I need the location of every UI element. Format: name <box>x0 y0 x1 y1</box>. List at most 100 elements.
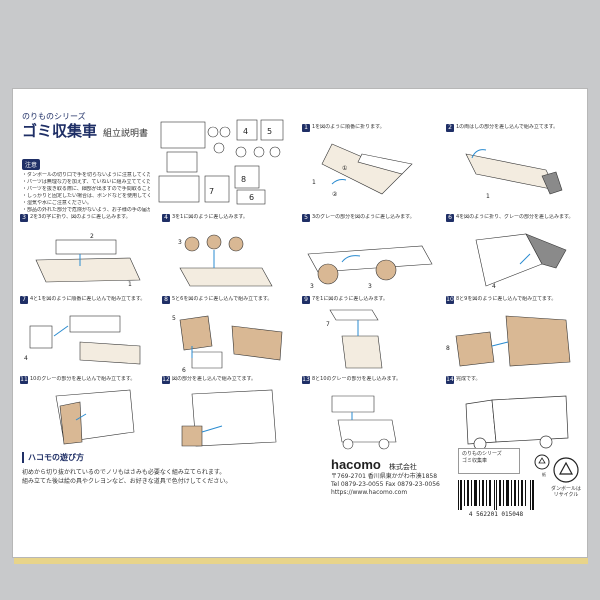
assembly-step: 8 5と6を図のように差し込んで組み立てます。 5 6 <box>162 296 302 374</box>
paper-recycle-icon <box>534 454 550 470</box>
step-header: 3 2を3の字に折り、図のように差し込みます。 <box>20 214 160 222</box>
caution-line: ・部品の外れた部分で危険がないよう、お子様の手の届かない場所で保管してください。 <box>22 207 150 213</box>
part-outline <box>204 175 230 203</box>
caution-line: ・パーツは無理な力を加えず、ていねいに組み立ててください。 <box>22 179 150 185</box>
assembly-step: 3 2を3の字に折り、図のように差し込みます。 2 1 <box>20 214 160 288</box>
step-header: 11 10のグレーの部分を差し込んで組み立てます。 <box>20 376 160 384</box>
assembly-step: 9 7を1に図のように差し込みます。 7 <box>302 296 442 369</box>
wheel-part <box>207 126 219 138</box>
step-header: 13 8と10のグレーの部分を差し込みます。 <box>302 376 442 384</box>
step-text: 1の両はしの部分を差し込んで組み立てます。 <box>456 124 559 130</box>
finished-truck-illustration <box>465 395 569 451</box>
step-illustration: 1 <box>465 149 563 200</box>
part-outline <box>236 189 266 205</box>
step-illustration: 1 ② ① <box>312 143 413 198</box>
assembly-step: 14 完成です。 <box>446 376 586 451</box>
step-label: 8 <box>446 345 450 352</box>
step-number: 3 <box>20 214 28 222</box>
barcode-number: 4 562201 015048 <box>468 511 524 518</box>
step-number: 6 <box>446 214 454 222</box>
assembly-step: 1 1を図のように順番に折ります。 1 ② ① <box>302 124 442 198</box>
company-phone: Tel 0879-23-0055 Fax 0879-23-0056 <box>331 481 440 488</box>
step-text: 5と6を図のように差し込んで組み立てます。 <box>172 296 273 302</box>
step-number: 1 <box>302 124 310 132</box>
step-text: 4と1を図のように順番に差し込んで組み立てます。 <box>30 296 146 302</box>
part-outline <box>236 119 258 141</box>
caution-line: ・しっかりと固定したい場合は、ボンドなどを使用してください。 <box>22 193 150 199</box>
step-label: 1 <box>128 281 132 288</box>
caution-line: ・湿気や水にご注意ください。 <box>22 200 92 206</box>
step-text: 7を1に図のように差し込みます。 <box>312 296 388 302</box>
product-name-box: のりものシリーズ ゴミ収集車 <box>458 448 520 474</box>
company-address: 〒769-2701 香川県東かがわ市湊1858 <box>331 473 438 480</box>
product-name: ゴミ収集車 <box>462 458 488 464</box>
assembly-step: 7 4と1を図のように順番に差し込んで組み立てます。 4 <box>20 296 160 366</box>
caution-line: ・パーツを抜き取る際に、細部が出ますので手間取ることがあります。 <box>22 186 150 192</box>
part-outline <box>158 175 200 203</box>
assembly-step: 4 3を1に図のように差し込みます。 3 <box>162 214 302 287</box>
part-outline <box>166 151 198 173</box>
step-label: 4 <box>24 355 28 362</box>
step-text: 2を3の字に折り、図のように差し込みます。 <box>30 214 131 220</box>
part-label: 6 <box>249 193 254 202</box>
caution-badge: 注意 <box>22 159 41 170</box>
step-header: 10 8と9を図のように差し込んで組み立てます。 <box>446 296 586 304</box>
step-header: 12 図の部分を差し込んで組み立てます。 <box>162 376 302 384</box>
how-to-play-line: 組み立てた後は絵の具やクレヨンなど、お好きな道具で色付けしてください。 <box>22 478 232 485</box>
step-illustration: 3 3 <box>307 245 433 290</box>
step-number: 2 <box>446 124 454 132</box>
product-series: のりものシリーズ <box>462 451 502 457</box>
company-info: hacomo 株式会社 〒769-2701 香川県東かがわ市湊1858 Tel … <box>331 454 491 497</box>
step-label: 2 <box>90 233 94 240</box>
part-label: 8 <box>241 175 246 184</box>
header: のりものシリーズ ゴミ収集車 組立説明書 <box>22 112 148 140</box>
step-label: 6 <box>182 367 186 374</box>
step-illustration: 4 <box>24 315 141 365</box>
series-label: のりものシリーズ <box>22 112 86 121</box>
step-label: ② <box>332 191 338 198</box>
cardboard-recycle-icon <box>553 457 579 483</box>
assembly-step: 11 10のグレーの部分を差し込んで組み立てます。 <box>20 376 160 446</box>
step-number: 12 <box>162 376 170 384</box>
step-label: 3 <box>310 283 314 290</box>
step-label: ① <box>342 165 347 172</box>
page-title: ゴミ収集車 <box>22 122 98 140</box>
company-corp: 株式会社 <box>388 463 417 471</box>
wheel-part <box>269 146 281 158</box>
step-number: 9 <box>302 296 310 304</box>
wheel-part <box>253 146 265 158</box>
page-subtitle: 組立説明書 <box>103 129 149 139</box>
step-header: 14 完成です。 <box>446 376 586 384</box>
step-illustration: 7 <box>326 309 383 369</box>
assembly-step: 10 8と9を図のように差し込んで組み立てます。 8 <box>446 296 586 367</box>
part-label: 7 <box>209 187 214 196</box>
step-header: 7 4と1を図のように順番に差し込んで組み立てます。 <box>20 296 160 304</box>
title-row: ゴミ収集車 組立説明書 <box>22 122 148 140</box>
step-label: 3 <box>178 239 182 246</box>
step-illustration: 8 <box>446 315 571 367</box>
step-text: 3を1に図のように差し込みます。 <box>172 214 248 220</box>
wheel-part <box>213 142 225 154</box>
assembly-step: 13 8と10のグレーの部分を差し込みます。 <box>302 376 442 450</box>
sheet-edge <box>14 558 588 564</box>
company-url: https://www.hacomo.com <box>331 489 408 496</box>
how-to-play-title: ハコモの遊び方 <box>22 452 312 463</box>
caution-notes: 注意 ・ダンボールの切り口で手を切らないように注意してください。 ・パーツは無理… <box>22 152 150 214</box>
assembly-step: 2 1の両はしの部分を差し込んで組み立てます。 1 <box>446 124 586 200</box>
caution-line: ・ダンボールの切り口で手を切らないように注意してください。 <box>22 172 150 178</box>
how-to-play: ハコモの遊び方 初めから切り抜かれているのでノリもはさみも必要なく組み立てられま… <box>22 452 312 486</box>
wheel-part <box>235 146 247 158</box>
step-illustration: 2 1 <box>35 233 141 288</box>
step-header: 4 3を1に図のように差し込みます。 <box>162 214 302 222</box>
step-number: 7 <box>20 296 28 304</box>
step-number: 5 <box>302 214 310 222</box>
step-header: 9 7を1に図のように差し込みます。 <box>302 296 442 304</box>
barcode <box>458 480 534 510</box>
step-text: 3のグレーの部分を図のように差し込みます。 <box>312 214 415 220</box>
part-outline <box>260 119 284 141</box>
step-label: 1 <box>312 179 316 186</box>
step-label: 4 <box>492 283 496 290</box>
part-label: 4 <box>243 127 248 136</box>
step-label: 1 <box>486 193 490 200</box>
step-header: 8 5と6を図のように差し込んで組み立てます。 <box>162 296 302 304</box>
